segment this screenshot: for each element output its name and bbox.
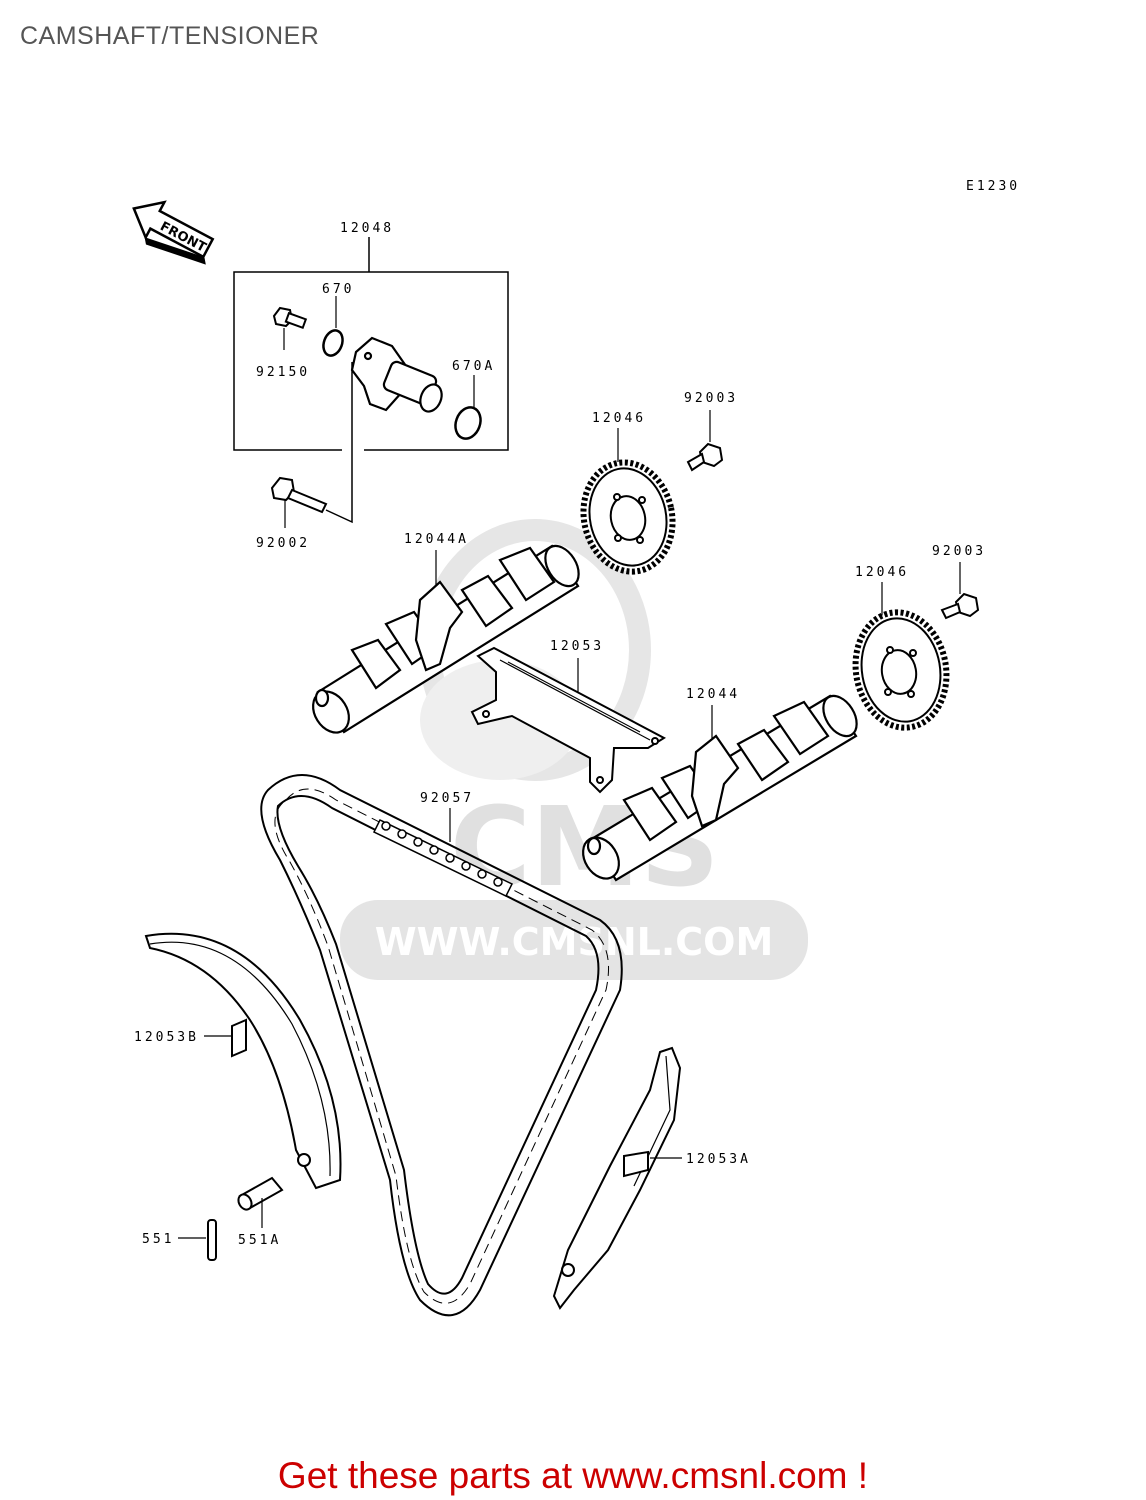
tensioner-body (350, 336, 443, 413)
chain-guide-12053 (470, 646, 667, 794)
bolt-92150 (272, 306, 308, 350)
diagram-code: E1230 (966, 179, 1020, 194)
watermark-url: WWW.CMSNL.COM (375, 920, 774, 964)
label-92003-top[interactable]: 92003 (684, 391, 738, 406)
tensioner-guide-12053a (552, 1046, 682, 1310)
label-12044a[interactable]: 12044A (404, 532, 469, 547)
bolt-92003-right (940, 562, 980, 620)
dowel-pin-551a (237, 1176, 284, 1228)
sprocket-12046-top (580, 428, 676, 575)
label-92002[interactable]: 92002 (256, 536, 310, 551)
oring-670a (454, 375, 482, 440)
label-12044[interactable]: 12044 (686, 687, 740, 702)
bolt-92002 (270, 362, 353, 528)
label-92057[interactable]: 92057 (420, 791, 474, 806)
label-12053b[interactable]: 12053B (134, 1030, 199, 1045)
pin-551 (178, 1219, 217, 1261)
label-670a[interactable]: 670A (452, 359, 495, 374)
footer-parts-link[interactable]: Get these parts at www.cmsnl.com ! (277, 1455, 869, 1496)
label-92003-right[interactable]: 92003 (932, 544, 986, 559)
chain-guide-12053b (144, 932, 342, 1190)
bolt-92003-top (686, 410, 724, 472)
label-12053[interactable]: 12053 (550, 639, 604, 654)
cam-chain-92057 (260, 774, 623, 1317)
sprocket-12046-right (852, 582, 950, 731)
label-12046-top[interactable]: 12046 (592, 411, 646, 426)
camshaft-12044 (582, 694, 858, 882)
page-title: CAMSHAFT/TENSIONER (20, 22, 320, 50)
label-12053a[interactable]: 12053A (686, 1152, 751, 1167)
oring-670 (322, 296, 344, 357)
label-92150[interactable]: 92150 (256, 365, 310, 380)
label-12048[interactable]: 12048 (340, 221, 394, 236)
label-12046-right[interactable]: 12046 (855, 565, 909, 580)
label-670[interactable]: 670 (322, 282, 354, 297)
label-551[interactable]: 551 (142, 1232, 174, 1247)
label-551a[interactable]: 551A (238, 1233, 281, 1248)
front-arrow-icon: FRONT (132, 200, 215, 265)
tensioner-assembly-box (233, 237, 509, 451)
camshaft-12044a (312, 544, 580, 734)
